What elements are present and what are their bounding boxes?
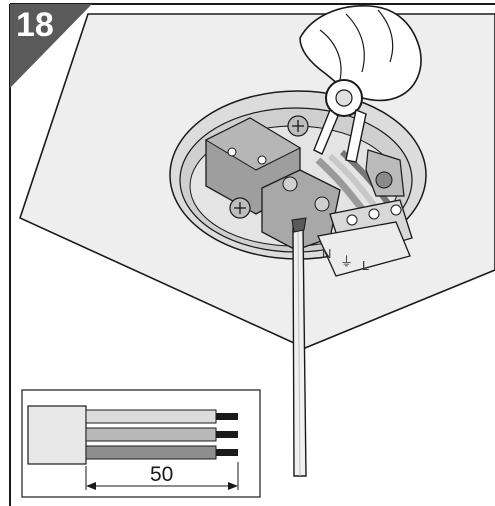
wire-conductor-2	[85, 427, 238, 442]
terminal-earth-label: ⏚	[340, 254, 353, 269]
screw-icon	[287, 115, 309, 137]
step-number: 18	[16, 6, 54, 44]
screw-icon	[229, 197, 251, 219]
strip-length-label: 50	[150, 463, 173, 486]
wire-conductor-3	[85, 445, 238, 460]
cable-strip-inset: 50	[21, 389, 261, 498]
terminal-n-label: N	[322, 246, 331, 261]
hand-with-pliers	[299, 5, 422, 163]
dimension-line	[85, 462, 239, 490]
screwdriver-icon	[291, 217, 307, 477]
pivot-plate	[261, 169, 341, 251]
wire-conductor-1	[85, 409, 238, 424]
terminal-l-label: L	[362, 258, 369, 273]
step-badge: 18	[10, 4, 92, 88]
terminal-block: N ⏚ L	[317, 199, 413, 277]
strain-relief-clamp	[365, 149, 405, 197]
